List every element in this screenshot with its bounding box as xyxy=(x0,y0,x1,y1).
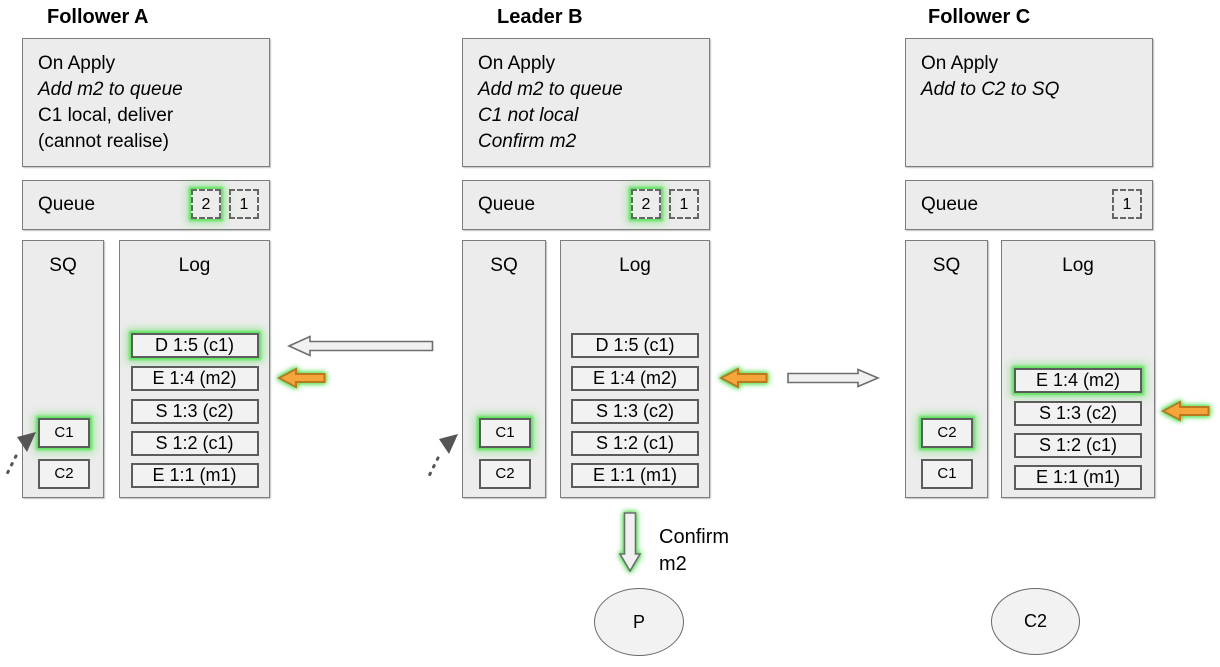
sq-entry-c1: C1 xyxy=(921,459,973,489)
log-label: Log xyxy=(619,255,651,276)
sq-label: SQ xyxy=(932,255,961,276)
sq-label: SQ xyxy=(49,255,77,276)
log-entry: S 1:2 (c1) xyxy=(1014,433,1142,458)
log-entry: S 1:2 (c1) xyxy=(571,431,699,456)
log-entry: S 1:3 (c2) xyxy=(571,399,699,424)
log-entry: S 1:2 (c1) xyxy=(130,431,259,456)
sq-label: SQ xyxy=(490,255,518,276)
log-entry: S 1:3 (c2) xyxy=(130,399,259,424)
apply-line: Add m2 to queue xyxy=(38,79,183,100)
sq-dotted-pointer-a-icon xyxy=(3,432,36,480)
log-entry: E 1:1 (m1) xyxy=(1014,465,1142,490)
queue-label: Queue xyxy=(921,194,979,215)
log-label: Log xyxy=(178,255,211,276)
log-box-follower-a: Log D 1:5 (c1) E 1:4 (m2) S 1:3 (c2) S 1… xyxy=(119,240,270,498)
log-label: Log xyxy=(1062,255,1094,276)
queue-slot-1: 1 xyxy=(669,189,699,219)
apply-line: On Apply xyxy=(921,53,999,74)
log-entry: D 1:5 (c1) xyxy=(130,333,259,358)
queue-label: Queue xyxy=(38,194,96,215)
confirm-down-arrow-icon xyxy=(618,512,642,573)
log-entry: E 1:4 (m2) xyxy=(571,366,699,391)
replicate-arrow-b-to-c-icon xyxy=(787,368,881,388)
log-box-leader-b: Log D 1:5 (c1) E 1:4 (m2) S 1:3 (c2) S 1… xyxy=(560,240,710,498)
sq-entry-c2: C2 xyxy=(921,418,973,448)
apply-pointer-arrow-b-icon xyxy=(718,367,768,389)
queue-slot-1: 1 xyxy=(229,189,259,219)
log-entry: E 1:4 (m2) xyxy=(130,366,259,391)
sq-box-follower-c: SQ C2 C1 xyxy=(905,240,988,498)
apply-line: On Apply xyxy=(478,53,556,74)
queue-slot-2: 2 xyxy=(631,189,661,219)
sq-dotted-pointer-b-icon xyxy=(425,434,458,482)
confirm-line-2: m2 xyxy=(659,553,687,575)
node-title-follower-c: Follower C xyxy=(928,6,1031,28)
log-entry: S 1:3 (c2) xyxy=(1014,401,1142,426)
queue-box-follower-c: Queue 1 xyxy=(905,180,1153,230)
sq-entry-c1: C1 xyxy=(38,418,90,448)
sq-box-follower-a: SQ C1 C2 xyxy=(22,240,104,498)
node-title-follower-a: Follower A xyxy=(47,6,149,28)
queue-label: Queue xyxy=(478,194,536,215)
apply-line: Add to C2 to SQ xyxy=(921,79,1060,100)
sq-entry-c1: C1 xyxy=(479,418,531,448)
log-entry: E 1:4 (m2) xyxy=(1014,368,1142,393)
on-apply-box-follower-c: On Apply Add to C2 to SQ xyxy=(905,38,1153,167)
log-entry: E 1:1 (m1) xyxy=(130,463,259,488)
queue-slot-1: 1 xyxy=(1112,189,1142,219)
process-p-ellipse: P xyxy=(594,588,684,656)
log-box-follower-c: Log E 1:4 (m2) S 1:3 (c2) S 1:2 (c1) E 1… xyxy=(1001,240,1155,498)
queue-box-follower-a: Queue 2 1 xyxy=(22,180,270,230)
apply-line: Confirm m2 xyxy=(478,131,577,152)
client-c2-ellipse: C2 xyxy=(991,588,1080,655)
confirm-m2-label: Confirm m2 xyxy=(659,524,729,578)
sq-entry-c2: C2 xyxy=(38,459,90,489)
sq-entry-c2: C2 xyxy=(479,459,531,489)
confirm-line-1: Confirm xyxy=(659,526,730,548)
queue-slot-2: 2 xyxy=(191,189,221,219)
apply-line: Add m2 to queue xyxy=(478,79,623,100)
replicate-arrow-b-to-a-icon xyxy=(287,335,434,357)
apply-line: (cannot realise) xyxy=(38,131,169,152)
apply-line: C1 not local xyxy=(478,105,579,126)
sq-box-leader-b: SQ C1 C2 xyxy=(462,240,546,498)
queue-box-leader-b: Queue 2 1 xyxy=(462,180,710,230)
log-entry: D 1:5 (c1) xyxy=(571,333,699,358)
apply-pointer-arrow-c-icon xyxy=(1160,400,1210,422)
node-title-leader-b: Leader B xyxy=(497,6,583,28)
apply-line: C1 local, deliver xyxy=(38,105,174,126)
on-apply-box-leader-b: On Apply Add m2 to queue C1 not local Co… xyxy=(462,38,710,167)
apply-pointer-arrow-a-icon xyxy=(276,367,326,389)
on-apply-box-follower-a: On Apply Add m2 to queue C1 local, deliv… xyxy=(22,38,270,167)
apply-line: On Apply xyxy=(38,53,116,74)
log-entry: E 1:1 (m1) xyxy=(571,463,699,488)
